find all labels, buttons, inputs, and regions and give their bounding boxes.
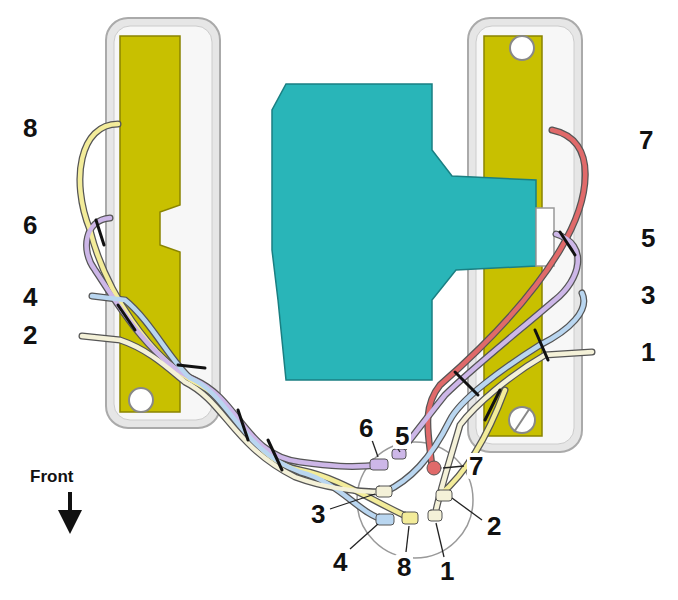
callout-number: 6: [357, 415, 375, 441]
callout-number: 3: [309, 501, 327, 527]
callout-number: 5: [393, 423, 411, 449]
callout-number: 1: [639, 339, 657, 365]
callout-number: 2: [485, 513, 503, 539]
callout-number: 8: [395, 554, 413, 580]
callout-number: 7: [637, 127, 655, 153]
direction-label: Front: [28, 468, 75, 485]
callout-number: 6: [21, 212, 39, 238]
front-arrow: [70, 492, 71, 522]
callout-number: 1: [438, 558, 456, 584]
callout-number: 7: [467, 453, 485, 479]
callout-number: 4: [21, 284, 39, 310]
leader-lines: [330, 440, 482, 557]
callout-number: 4: [331, 549, 349, 575]
spark-plug-wires: [80, 124, 592, 525]
callout-number: 2: [21, 322, 39, 348]
callout-number: 8: [21, 115, 39, 141]
callout-number: 3: [639, 282, 657, 308]
callout-number: 5: [639, 225, 657, 251]
